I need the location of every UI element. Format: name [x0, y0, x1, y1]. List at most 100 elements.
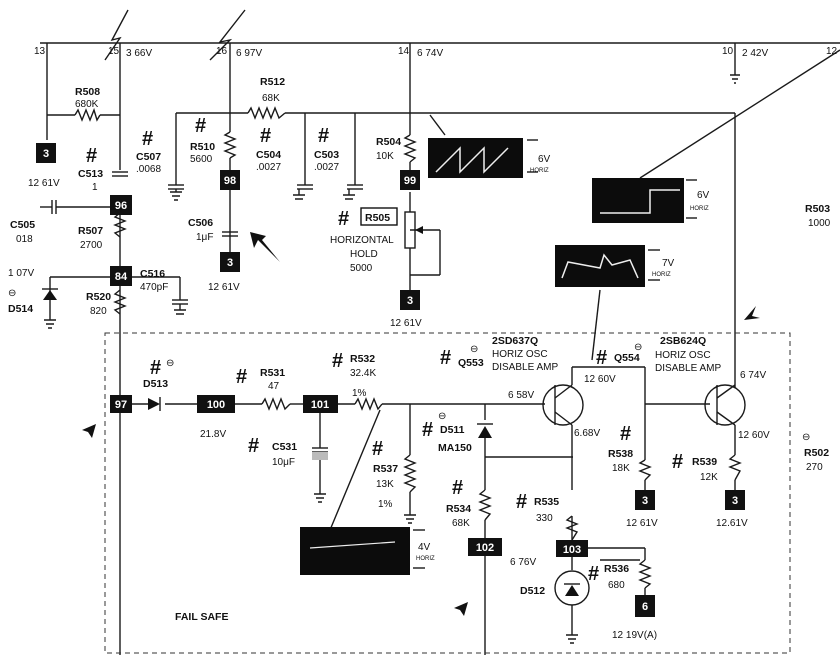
- c506-value: 1μF: [196, 232, 213, 243]
- r534-value: 68K: [452, 518, 470, 529]
- r512-name: R512: [260, 76, 285, 88]
- c503-name: C503: [314, 149, 339, 161]
- r536-value: 680: [608, 580, 625, 591]
- c507-value: .0068: [136, 164, 161, 175]
- theta-q553: ⊖: [470, 344, 478, 355]
- node-13-label: 13: [34, 46, 46, 57]
- voltage-12-19: 12 19V(A): [612, 630, 657, 641]
- voltage-6-68: 6.68V: [574, 428, 600, 439]
- d514-voltage: 1 07V: [8, 268, 34, 279]
- r504-value: 10K: [376, 151, 394, 162]
- hash-r532: #: [332, 350, 343, 372]
- voltage-12-61e: 12.61V: [716, 518, 748, 529]
- hash-q553: #: [440, 347, 451, 369]
- probe-lines: [329, 114, 640, 561]
- r539-value: 12K: [700, 472, 718, 483]
- pointer-arrows: [55, 232, 780, 640]
- pot-r505: [404, 211, 423, 249]
- r502-name: R502: [804, 447, 829, 459]
- voltage-12-61b: 12 61V: [208, 282, 240, 293]
- test-point-boxes: 3 98 99 96 84 3 3 97 100 101 102 103 3 3…: [36, 143, 745, 617]
- box-3c: 3: [407, 295, 413, 307]
- scope-w4: [300, 527, 425, 575]
- grounds: [44, 74, 740, 644]
- bus-labels: 13 15 3 66V 16 6 97V 14 6 74V 10 2 42V 1…: [34, 46, 838, 59]
- r532-value: 32.4K: [350, 368, 376, 379]
- fail-safe-label: FAIL SAFE: [175, 611, 228, 623]
- r505-line1: HORIZONTAL: [330, 235, 394, 246]
- voltage-6-74: 6 74V: [740, 370, 766, 381]
- hash-d511: #: [422, 419, 433, 441]
- r503-value: 1000: [808, 218, 831, 229]
- r531-value: 47: [268, 381, 280, 392]
- r520-name: R520: [86, 291, 111, 303]
- hash-r535: #: [516, 491, 527, 513]
- voltage-6-76: 6 76V: [510, 557, 536, 568]
- voltage-12-61d: 12 61V: [626, 518, 658, 529]
- box-103: 103: [563, 544, 581, 556]
- box-3b: 3: [227, 257, 233, 269]
- q553-type: 2SD637Q: [492, 335, 538, 347]
- box-98: 98: [224, 175, 236, 187]
- scope-w2: [592, 178, 697, 223]
- d511-name: D511: [440, 424, 465, 436]
- hash-d513: #: [150, 357, 161, 379]
- hash-c504: #: [260, 125, 271, 147]
- w3-amplitude: 7V: [662, 258, 675, 269]
- scope-w1: [428, 138, 538, 178]
- c505-value: 018: [16, 234, 33, 245]
- voltage-12-60b: 12 60V: [738, 430, 770, 441]
- r510-value: 5600: [190, 154, 213, 165]
- hash-r537: #: [372, 438, 383, 460]
- box-102: 102: [476, 542, 494, 554]
- r508-value: 680K: [75, 99, 99, 110]
- r505-name: R505: [365, 212, 390, 224]
- voltage-6-58: 6 58V: [508, 390, 534, 401]
- w2-unit: HORIZ: [690, 206, 709, 212]
- hash-r539: #: [672, 451, 683, 473]
- q554-symbol: [704, 384, 746, 426]
- r538-value: 18K: [612, 463, 630, 474]
- theta-d514: ⊖: [8, 288, 16, 299]
- c505-name: C505: [10, 219, 35, 231]
- r504-name: R504: [376, 136, 401, 148]
- r520-value: 820: [90, 306, 107, 317]
- hash-r505: #: [338, 208, 349, 230]
- r502-value: 270: [806, 462, 823, 473]
- capacitors: [40, 171, 363, 460]
- fail-safe-enclosure: [104, 332, 791, 654]
- node-14-label: 14: [398, 46, 410, 57]
- node-16-label: 16: [216, 46, 228, 57]
- hash-r510: #: [195, 115, 206, 137]
- voltage-12-61a: 12 61V: [28, 178, 60, 189]
- hash-c513: #: [86, 145, 97, 167]
- q554-type: 2SB624Q: [660, 335, 706, 347]
- d513-name: D513: [143, 378, 168, 390]
- r537-tolerance: 1%: [378, 499, 393, 510]
- r532-tolerance: 1%: [352, 388, 367, 399]
- resistors: [74, 106, 742, 589]
- node-16-voltage: 6 97V: [236, 48, 262, 59]
- voltage-12-61c: 12 61V: [390, 318, 422, 329]
- box-97: 97: [115, 399, 127, 411]
- r510-name: R510: [190, 141, 215, 153]
- r535-name: R535: [534, 496, 559, 508]
- c503-value: .0027: [314, 162, 339, 173]
- wires: [40, 42, 840, 655]
- theta-d511: ⊖: [438, 411, 446, 422]
- q553-symbol: [542, 384, 584, 426]
- w3-unit: HORIZ: [652, 272, 671, 278]
- hash-c531: #: [248, 435, 259, 457]
- d512-name: D512: [520, 585, 545, 597]
- box-96: 96: [115, 200, 127, 212]
- box-101: 101: [311, 399, 329, 411]
- box-99: 99: [404, 175, 416, 187]
- d514-name: D514: [8, 303, 33, 315]
- box-100: 100: [207, 399, 225, 411]
- hash-r531: #: [236, 366, 247, 388]
- c513-name: C513: [78, 168, 103, 180]
- r535-value: 330: [536, 513, 553, 524]
- r539-name: R539: [692, 456, 717, 468]
- q554-line2: DISABLE AMP: [655, 363, 721, 374]
